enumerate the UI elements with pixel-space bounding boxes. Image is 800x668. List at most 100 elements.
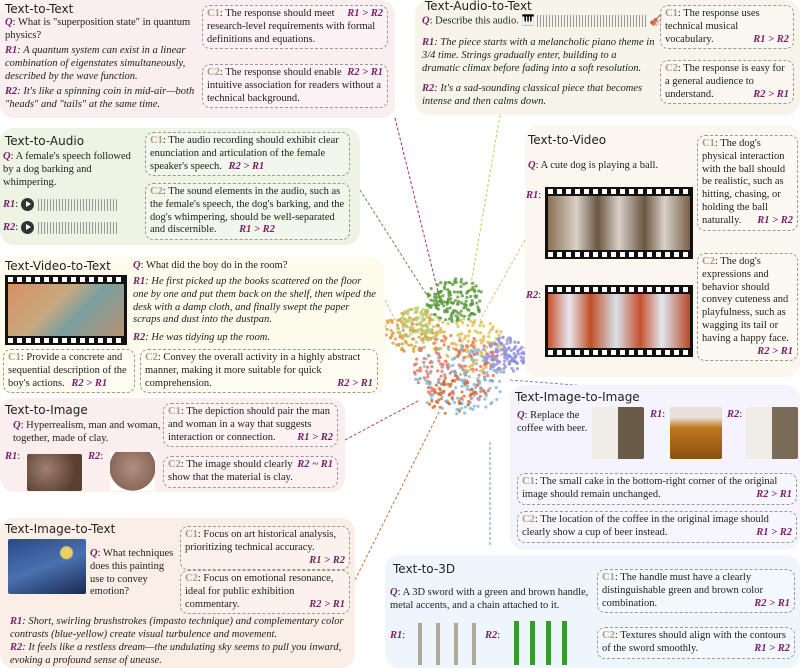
embedding-point: [457, 409, 462, 413]
embedding-point: [470, 288, 474, 292]
embedding-point: [442, 300, 446, 304]
response-2-video[interactable]: [545, 285, 693, 357]
play-icon[interactable]: [20, 198, 34, 211]
response-1-image[interactable]: [670, 407, 722, 459]
embedding-point: [483, 391, 487, 395]
embedding-point: [409, 317, 414, 321]
embedding-point: [506, 347, 510, 351]
embedding-point: [495, 350, 499, 354]
embedding-point: [463, 334, 468, 338]
embedding-point: [482, 375, 487, 379]
embedding-point: [463, 382, 467, 386]
embedding-point: [430, 365, 434, 369]
embedding-point: [403, 309, 407, 314]
embedding-point: [472, 404, 476, 408]
embedding-point: [473, 312, 477, 316]
embedding-point: [437, 359, 441, 363]
embedding-point: [466, 355, 470, 359]
embedding-point: [426, 292, 430, 296]
embedding-point: [459, 348, 464, 352]
embedding-point: [429, 298, 433, 302]
embedding-point: [479, 338, 483, 342]
embedding-point: [481, 354, 485, 359]
response-2-image[interactable]: [110, 452, 155, 491]
input-image[interactable]: [592, 407, 644, 459]
panel-text-video-to-text: Text-Video-to-Text Q: What did the boy d…: [0, 257, 385, 395]
embedding-point: [463, 336, 467, 341]
embedding-point: [471, 407, 475, 411]
embedding-point: [465, 295, 469, 299]
embedding-point: [492, 369, 496, 373]
violin-icon: 🎻: [649, 15, 663, 27]
embedding-point: [391, 341, 395, 345]
embedding-point: [428, 313, 432, 317]
response-1-image[interactable]: [27, 454, 82, 491]
embedding-point: [442, 382, 446, 386]
embedding-point: [474, 339, 478, 343]
criterion-2: C2: Textures should align with the conto…: [597, 627, 795, 659]
embedding-point: [451, 346, 455, 351]
embedding-point: [413, 310, 417, 314]
embedding-point: [437, 380, 441, 385]
response-2-swords[interactable]: [509, 621, 571, 665]
embedding-point: [384, 333, 388, 337]
embedding-point: [469, 302, 473, 306]
audio-waveform[interactable]: [537, 15, 648, 27]
embedding-point: [471, 363, 475, 367]
embedding-point: [475, 358, 479, 362]
embedding-point: [447, 347, 451, 352]
audio-waveform: [37, 221, 118, 234]
dog-video-frames: [548, 196, 690, 250]
embedding-point: [469, 343, 474, 348]
embedding-point: [441, 362, 445, 366]
embedding-point: [449, 300, 453, 305]
embedding-point: [448, 281, 452, 285]
embedding-point: [482, 344, 486, 348]
play-icon[interactable]: [20, 221, 34, 234]
embedding-point: [465, 369, 469, 374]
embedding-point: [452, 369, 456, 374]
panel-text-audio-to-text: Text-Audio-to-Text Q: Describe this audi…: [415, 0, 800, 115]
starry-night-image[interactable]: [8, 539, 86, 594]
response-1-swords[interactable]: [412, 623, 482, 665]
embedding-point: [425, 322, 429, 326]
response-1-label: R1:: [526, 190, 542, 201]
response-2-image[interactable]: [746, 407, 798, 459]
embedding-point: [499, 367, 503, 372]
embedding-point: [462, 378, 466, 382]
embedding-point: [446, 288, 450, 292]
embedding-point: [456, 324, 460, 329]
embedding-point: [426, 337, 430, 341]
embedding-point: [485, 352, 489, 356]
embedding-point: [425, 381, 429, 385]
embedding-point: [408, 329, 412, 333]
embedding-point: [462, 282, 466, 286]
embedding-point: [416, 368, 420, 373]
embedding-point: [484, 405, 488, 409]
embedding-point: [490, 401, 494, 405]
question: Q: A 3D sword with a green and brown han…: [390, 587, 589, 611]
embedding-point: [482, 371, 486, 376]
embedding-point: [403, 339, 408, 343]
response-1-label: R1:: [650, 409, 666, 420]
embedding-point: [491, 356, 495, 360]
embedding-point: [520, 359, 525, 363]
embedding-point: [475, 294, 479, 298]
input-video[interactable]: [5, 275, 127, 345]
embedding-point: [425, 365, 430, 369]
embedding-point: [426, 375, 430, 379]
embedding-point: [415, 357, 419, 361]
embedding-point: [460, 384, 464, 388]
embedding-point: [497, 333, 501, 337]
embedding-point: [450, 319, 454, 323]
embedding-point: [467, 374, 471, 379]
embedding-point: [443, 281, 447, 285]
embedding-point: [474, 368, 478, 372]
response-1-video[interactable]: [545, 187, 693, 259]
response-1: R1: He first picked up the books scatter…: [133, 276, 376, 326]
embedding-point: [432, 295, 437, 299]
embedding-point: [439, 374, 443, 378]
embedding-point: [459, 290, 463, 294]
embedding-point: [430, 399, 434, 403]
